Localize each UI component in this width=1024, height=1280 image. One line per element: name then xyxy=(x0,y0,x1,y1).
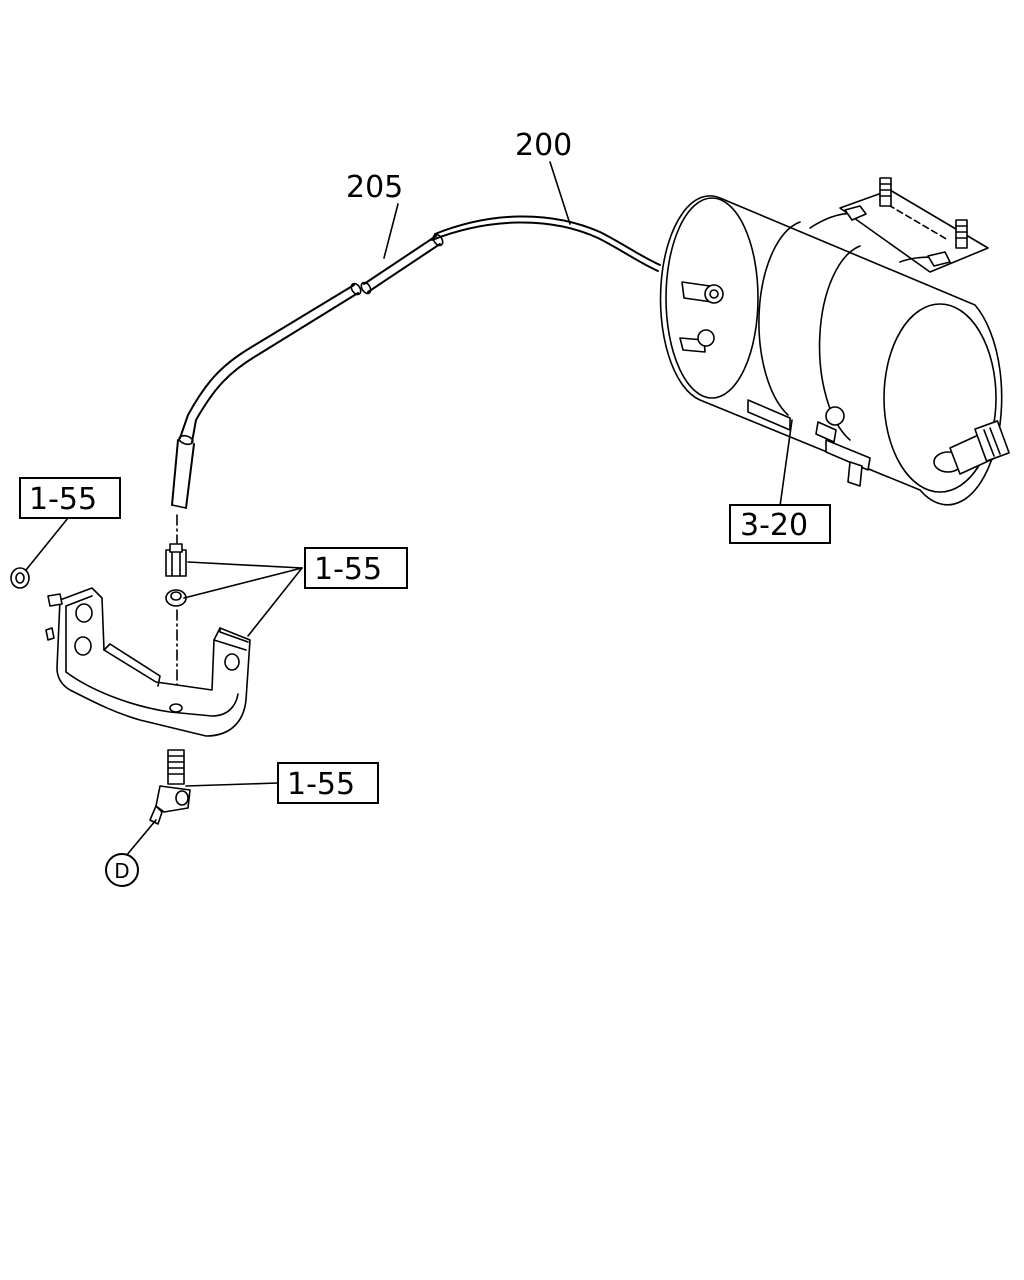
tank-fitting xyxy=(681,281,724,304)
ref-label: 1-55 xyxy=(287,767,355,802)
mount-bolt xyxy=(879,177,892,207)
mounting-bracket xyxy=(45,587,251,737)
air-tank-assembly xyxy=(659,177,1010,506)
ref-box-1-55-lower[interactable]: 1-55 xyxy=(277,762,379,804)
leader-lines xyxy=(25,161,793,857)
ref-box-3-20[interactable]: 3-20 xyxy=(729,504,831,544)
tank-fitting xyxy=(679,329,715,353)
pressure-switch xyxy=(933,420,1010,475)
washer xyxy=(10,567,30,589)
hose-connector xyxy=(149,749,191,825)
drain-valve xyxy=(847,461,863,487)
connector-label: D xyxy=(114,859,129,883)
part-label-200: 200 xyxy=(515,128,572,163)
air-pipe-200 xyxy=(431,215,661,272)
ref-label: 1-55 xyxy=(314,552,382,587)
ref-box-1-55-middle[interactable]: 1-55 xyxy=(304,547,408,589)
ref-label: 1-55 xyxy=(29,482,97,517)
ref-label: 3-20 xyxy=(740,508,808,543)
union-nut xyxy=(165,543,187,577)
part-label-205: 205 xyxy=(346,170,403,205)
mount-bolt xyxy=(955,219,968,249)
air-hose-205 xyxy=(171,233,444,509)
ref-box-1-55-left[interactable]: 1-55 xyxy=(19,477,121,519)
tank-fitting xyxy=(815,406,845,443)
lock-nut xyxy=(165,589,187,607)
connector-marker-d[interactable]: D xyxy=(105,853,139,887)
